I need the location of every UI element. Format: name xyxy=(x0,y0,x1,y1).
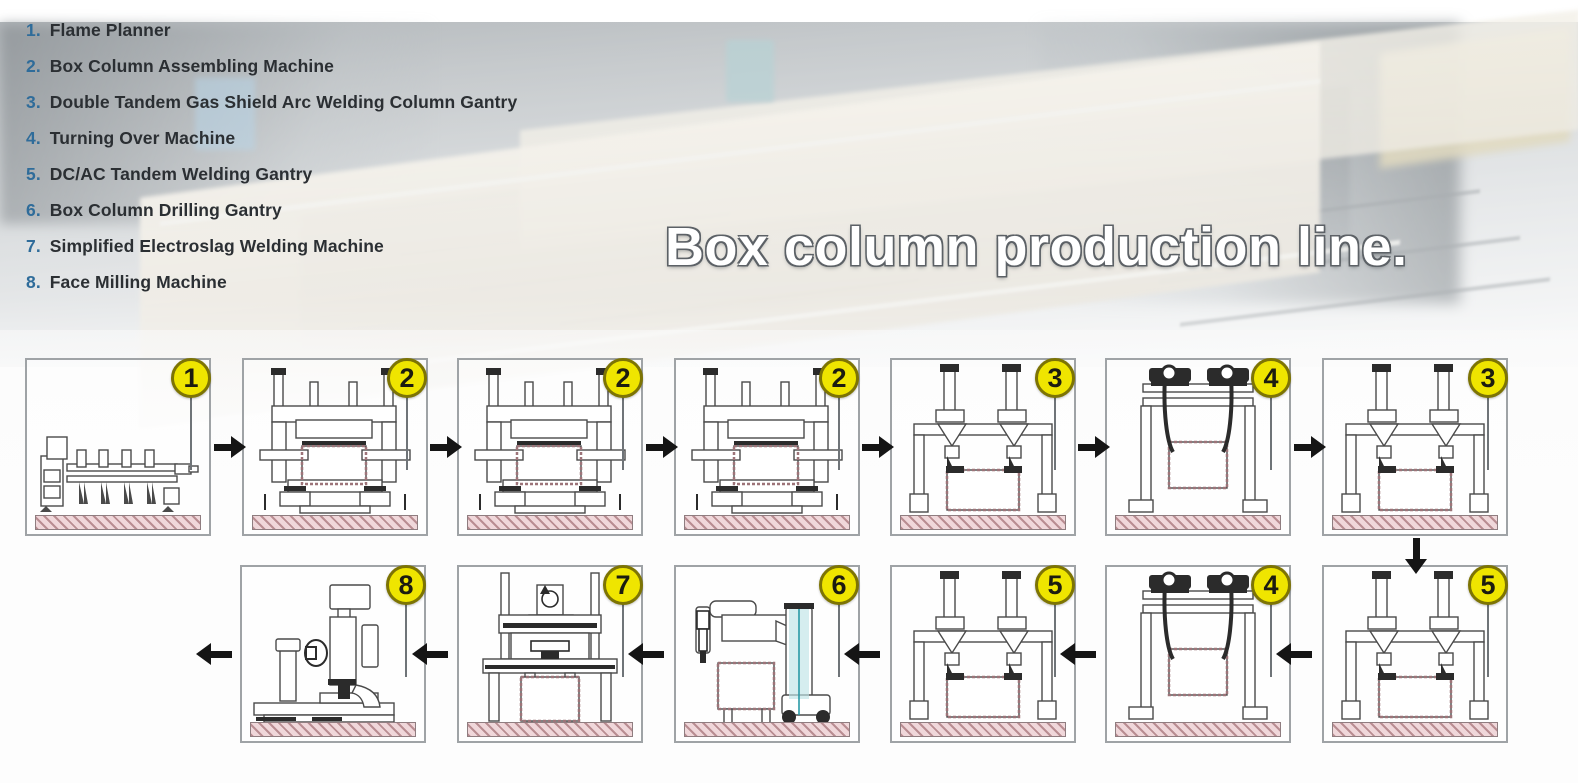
legend-item: 4. Turning Over Machine xyxy=(26,120,766,156)
flow-arrow-left xyxy=(196,643,232,665)
legend-item-number: 7. xyxy=(26,236,41,256)
box-column-drilling-gantry-drawing xyxy=(695,600,831,724)
flow-panel-turning-over-machine[interactable] xyxy=(1105,358,1291,536)
step-badge-7[interactable]: 7 xyxy=(603,565,643,605)
legend-item: 7. Simplified Electroslag Welding Machin… xyxy=(26,228,766,264)
badge-stem xyxy=(622,380,624,470)
ground-strip xyxy=(250,722,416,737)
legend-item: 1. Flame Planner xyxy=(26,12,766,48)
box-column-assembling-machine-drawing xyxy=(474,368,626,514)
ground-strip xyxy=(900,722,1066,737)
legend-item-label: Simplified Electroslag Welding Machine xyxy=(49,236,384,256)
ground-strip xyxy=(467,515,633,530)
box-column-assembling-machine-drawing xyxy=(691,368,843,514)
flow-arrow-right xyxy=(430,436,462,458)
flow-panel-double-tandem-gas-shield-arc-welding-column-gantry[interactable] xyxy=(890,358,1076,536)
flow-arrow-left xyxy=(1060,643,1096,665)
simplified-electroslag-welding-machine-drawing xyxy=(482,572,618,723)
box-column-assembling-machine-drawing xyxy=(259,368,411,514)
legend-item-number: 5. xyxy=(26,164,41,184)
page-title: Box column production line. xyxy=(665,217,1408,277)
step-badge-1[interactable]: 1 xyxy=(171,358,211,398)
flow-arrow-down xyxy=(1405,538,1427,574)
step-badge-4[interactable]: 4 xyxy=(1251,358,1291,398)
flow-arrow-left xyxy=(1276,643,1312,665)
step-badge-6[interactable]: 6 xyxy=(819,565,859,605)
legend-item-label: Face Milling Machine xyxy=(49,272,227,292)
step-badge-2[interactable]: 2 xyxy=(603,358,643,398)
legend-item: 2. Box Column Assembling Machine xyxy=(26,48,766,84)
legend-item: 3. Double Tandem Gas Shield Arc Welding … xyxy=(26,84,766,120)
step-badge-5[interactable]: 5 xyxy=(1468,565,1508,605)
badge-stem xyxy=(406,380,408,470)
step-badge-3[interactable]: 3 xyxy=(1468,358,1508,398)
ground-strip xyxy=(467,722,633,737)
legend-item-label: Box Column Assembling Machine xyxy=(49,56,334,76)
legend-item-number: 3. xyxy=(26,92,41,112)
turning-over-machine-drawing xyxy=(1128,364,1268,513)
step-badge-2[interactable]: 2 xyxy=(387,358,427,398)
flow-panel-box-column-drilling-gantry[interactable] xyxy=(674,565,860,743)
legend-item-number: 4. xyxy=(26,128,41,148)
step-badge-4[interactable]: 4 xyxy=(1251,565,1291,605)
step-badge-8[interactable]: 8 xyxy=(386,565,426,605)
legend-item: 5. DC/AC Tandem Welding Gantry xyxy=(26,156,766,192)
legend-item-number: 6. xyxy=(26,200,41,220)
flow-arrow-right xyxy=(1078,436,1110,458)
badge-stem xyxy=(622,587,624,677)
ground-strip xyxy=(1115,722,1281,737)
legend-item-label: DC/AC Tandem Welding Gantry xyxy=(49,164,313,184)
legend-item-label: Double Tandem Gas Shield Arc Welding Col… xyxy=(49,92,518,112)
legend-item: 6. Box Column Drilling Gantry xyxy=(26,192,766,228)
ground-strip xyxy=(1332,722,1498,737)
ground-strip xyxy=(252,515,418,530)
face-milling-machine-drawing xyxy=(253,584,395,723)
flow-arrow-right xyxy=(862,436,894,458)
badge-stem xyxy=(190,380,192,470)
machine-legend-list: 1. Flame Planner 2. Box Column Assemblin… xyxy=(26,12,766,300)
step-badge-2[interactable]: 2 xyxy=(819,358,859,398)
flow-arrow-right xyxy=(646,436,678,458)
legend-item-label: Turning Over Machine xyxy=(49,128,236,148)
ground-strip xyxy=(1332,515,1498,530)
flow-arrow-left xyxy=(844,643,880,665)
badge-stem xyxy=(1270,587,1272,677)
flow-arrow-left xyxy=(412,643,448,665)
dc-ac-tandem-welding-gantry-drawing xyxy=(1341,571,1489,720)
turning-over-machine-drawing xyxy=(1128,571,1268,720)
double-tandem-welding-gantry-drawing xyxy=(909,364,1057,513)
ground-strip xyxy=(35,515,201,530)
legend-item-number: 2. xyxy=(26,56,41,76)
flow-arrow-right xyxy=(1294,436,1326,458)
double-tandem-welding-gantry-drawing xyxy=(1341,364,1489,513)
step-badge-5[interactable]: 5 xyxy=(1035,565,1075,605)
badge-stem xyxy=(405,587,407,677)
badge-stem xyxy=(1487,587,1489,677)
badge-stem xyxy=(838,380,840,470)
flame-planner-drawing xyxy=(40,436,199,512)
badge-stem xyxy=(838,587,840,677)
step-badge-3[interactable]: 3 xyxy=(1035,358,1075,398)
legend-item-number: 1. xyxy=(26,20,41,40)
legend-item-label: Flame Planner xyxy=(49,20,171,40)
ground-strip xyxy=(1115,515,1281,530)
badge-stem xyxy=(1270,380,1272,470)
ground-strip xyxy=(684,515,850,530)
dc-ac-tandem-welding-gantry-drawing xyxy=(909,571,1057,720)
legend-item-number: 8. xyxy=(26,272,41,292)
legend-item: 8. Face Milling Machine xyxy=(26,264,766,300)
badge-stem xyxy=(1054,380,1056,470)
ground-strip xyxy=(900,515,1066,530)
flow-arrow-right xyxy=(214,436,246,458)
badge-stem xyxy=(1487,380,1489,470)
flow-arrow-left xyxy=(628,643,664,665)
badge-stem xyxy=(1054,587,1056,677)
flow-panel-box-column-assembling-machine[interactable] xyxy=(457,358,643,536)
legend-item-label: Box Column Drilling Gantry xyxy=(49,200,282,220)
ground-strip xyxy=(684,722,850,737)
